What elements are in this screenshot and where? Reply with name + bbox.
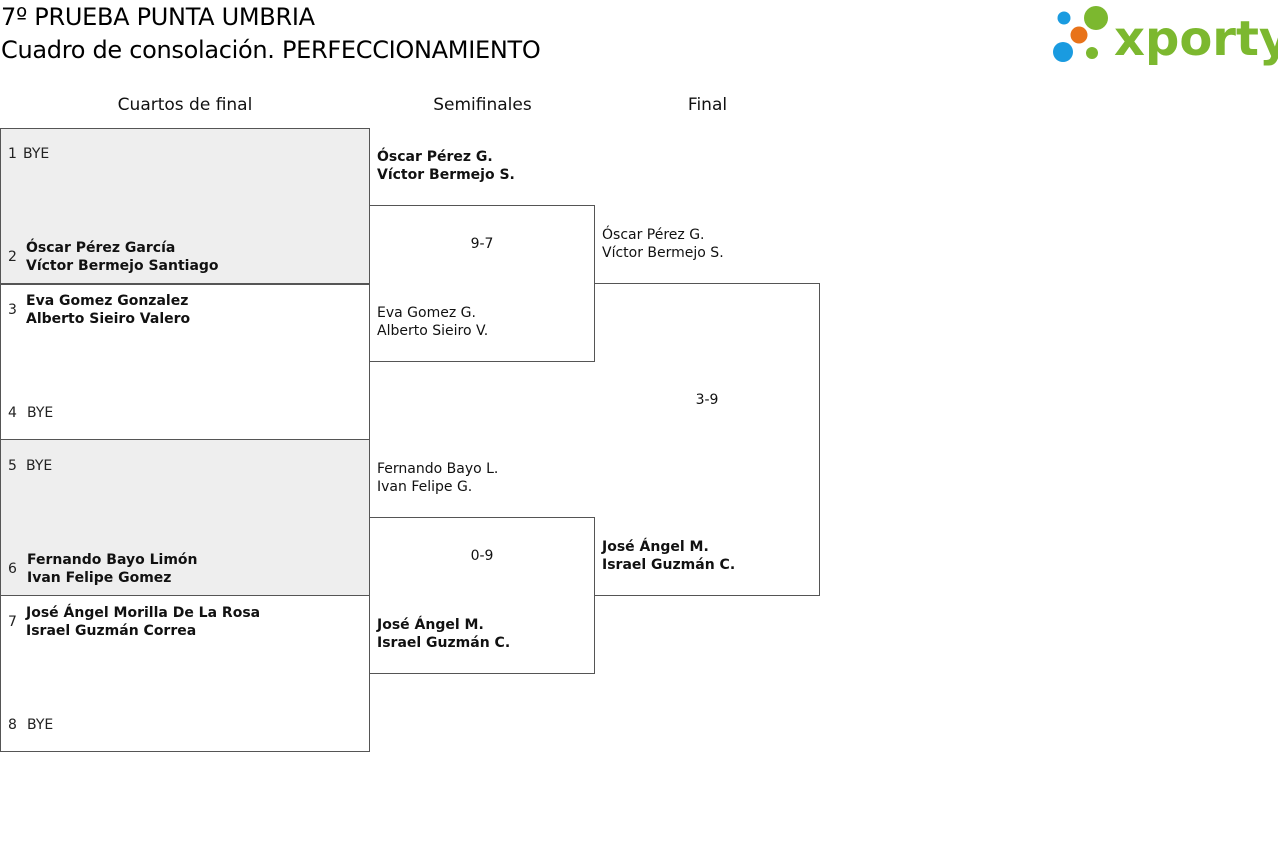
player-name: Ivan Felipe Gomez	[27, 570, 172, 586]
match-score: 0-9	[470, 548, 494, 564]
player-name: Óscar Pérez García	[26, 240, 176, 256]
player-name: Víctor Bermejo Santiago	[26, 258, 219, 274]
seed-number: 1	[8, 146, 17, 162]
semifinal-team: Óscar Pérez G. Víctor Bermejo S.	[377, 148, 515, 184]
round-header-quarters: Cuartos de final	[117, 95, 253, 115]
player-name: Óscar Pérez G.	[602, 227, 705, 243]
player-name: Alberto Sieiro Valero	[26, 311, 191, 327]
team-entry: José Ángel Morilla De La Rosa Israel Guz…	[26, 604, 260, 640]
semifinal-team: Eva Gomez G. Alberto Sieiro V.	[377, 304, 488, 340]
team-entry: Eva Gomez Gonzalez Alberto Sieiro Valero	[26, 292, 190, 328]
player-name: Fernando Bayo L.	[377, 461, 499, 477]
player-name: José Ángel Morilla De La Rosa	[26, 605, 261, 621]
quarterfinal-match: 3 Eva Gomez Gonzalez Alberto Sieiro Vale…	[0, 283, 370, 440]
finalist-team: Óscar Pérez G. Víctor Bermejo S.	[602, 226, 724, 262]
final-bracket	[595, 283, 820, 596]
semifinal-team: Fernando Bayo L. Ivan Felipe G.	[377, 460, 498, 496]
round-header-final: Final	[687, 95, 728, 115]
finalist-team: José Ángel M. Israel Guzmán C.	[602, 538, 735, 574]
quarterfinal-match: 1 BYE 2 Óscar Pérez García Víctor Bermej…	[0, 128, 370, 285]
bye-label: BYE	[23, 146, 50, 162]
draw-subtitle: Cuadro de consolación. PERFECCIONAMIENTO	[1, 36, 541, 64]
player-name: Víctor Bermejo S.	[602, 245, 724, 261]
match-score: 9-7	[470, 236, 494, 252]
logo-wordmark: xporty	[1114, 11, 1278, 67]
final-score: 3-9	[695, 392, 719, 408]
seed-number: 6	[8, 561, 17, 577]
semifinal-team: José Ángel M. Israel Guzmán C.	[377, 616, 510, 652]
seed-number: 3	[8, 302, 17, 318]
bye-label: BYE	[27, 405, 54, 421]
tournament-title: 7º PRUEBA PUNTA UMBRIA	[1, 3, 315, 31]
seed-number: 7	[8, 614, 17, 630]
xporty-logo: xporty	[1053, 6, 1278, 67]
player-name: José Ángel M.	[602, 539, 709, 555]
player-name: Fernando Bayo Limón	[27, 552, 198, 568]
player-name: José Ángel M.	[377, 617, 484, 633]
quarterfinal-match: 7 José Ángel Morilla De La Rosa Israel G…	[0, 595, 370, 752]
seed-number: 2	[8, 249, 17, 265]
seed-number: 4	[8, 405, 17, 421]
player-name: Óscar Pérez G.	[377, 149, 493, 165]
player-name: Israel Guzmán C.	[602, 557, 736, 573]
player-name: Ivan Felipe G.	[377, 479, 473, 495]
player-name: Eva Gomez G.	[377, 305, 476, 321]
semifinal-bracket	[370, 517, 595, 674]
seed-number: 8	[8, 717, 17, 733]
bye-label: BYE	[26, 458, 53, 474]
round-header-semis: Semifinales	[433, 95, 532, 115]
player-name: Israel Guzmán C.	[377, 635, 511, 651]
seed-number: 5	[8, 458, 17, 474]
player-name: Alberto Sieiro V.	[377, 323, 489, 339]
player-name: Eva Gomez Gonzalez	[26, 293, 189, 309]
quarterfinal-match: 5 BYE 6 Fernando Bayo Limón Ivan Felipe …	[0, 439, 370, 596]
bye-label: BYE	[27, 717, 54, 733]
player-name: Israel Guzmán Correa	[26, 623, 197, 639]
team-entry: Óscar Pérez García Víctor Bermejo Santia…	[26, 239, 219, 275]
player-name: Víctor Bermejo S.	[377, 167, 515, 183]
team-entry: Fernando Bayo Limón Ivan Felipe Gomez	[27, 551, 198, 587]
semifinal-bracket	[370, 205, 595, 362]
